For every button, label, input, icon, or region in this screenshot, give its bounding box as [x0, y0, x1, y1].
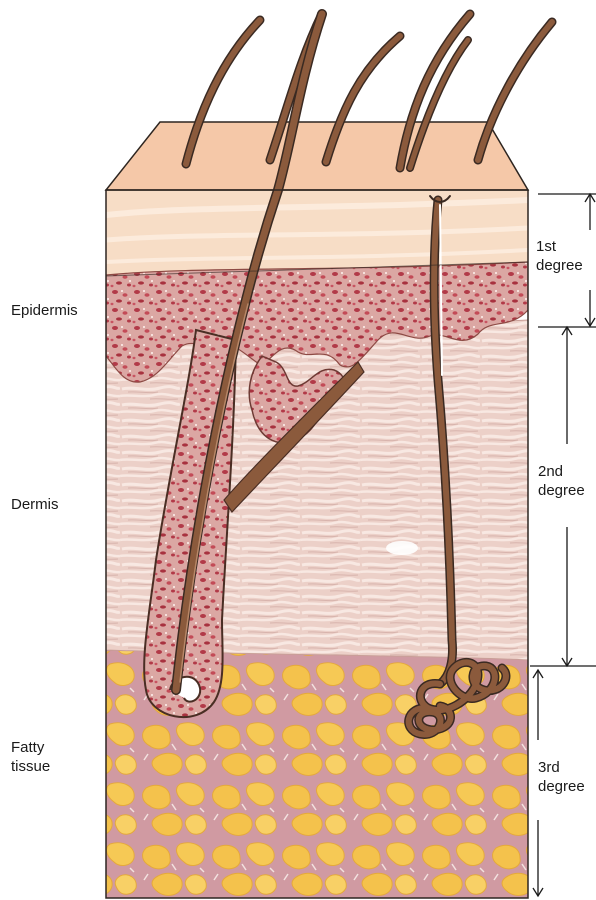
label-dermis: Dermis	[11, 495, 59, 514]
label-third-degree-line1: 3rd	[538, 758, 585, 777]
label-third-degree: 3rd degree	[538, 758, 585, 796]
label-fatty-tissue: Fatty tissue	[11, 738, 50, 776]
label-first-degree-line2: degree	[536, 256, 583, 275]
label-epidermis-text: Epidermis	[11, 301, 78, 320]
label-third-degree-line2: degree	[538, 777, 585, 796]
label-second-degree: 2nd degree	[538, 462, 585, 500]
label-first-degree-line1: 1st	[536, 237, 583, 256]
label-fatty-line1: Fatty	[11, 738, 50, 757]
label-second-degree-line1: 2nd	[538, 462, 585, 481]
label-dermis-text: Dermis	[11, 495, 59, 514]
label-second-degree-line2: degree	[538, 481, 585, 500]
skin-top-surface	[106, 122, 528, 190]
label-epidermis: Epidermis	[11, 301, 78, 320]
label-first-degree: 1st degree	[536, 237, 583, 275]
label-fatty-line2: tissue	[11, 757, 50, 776]
